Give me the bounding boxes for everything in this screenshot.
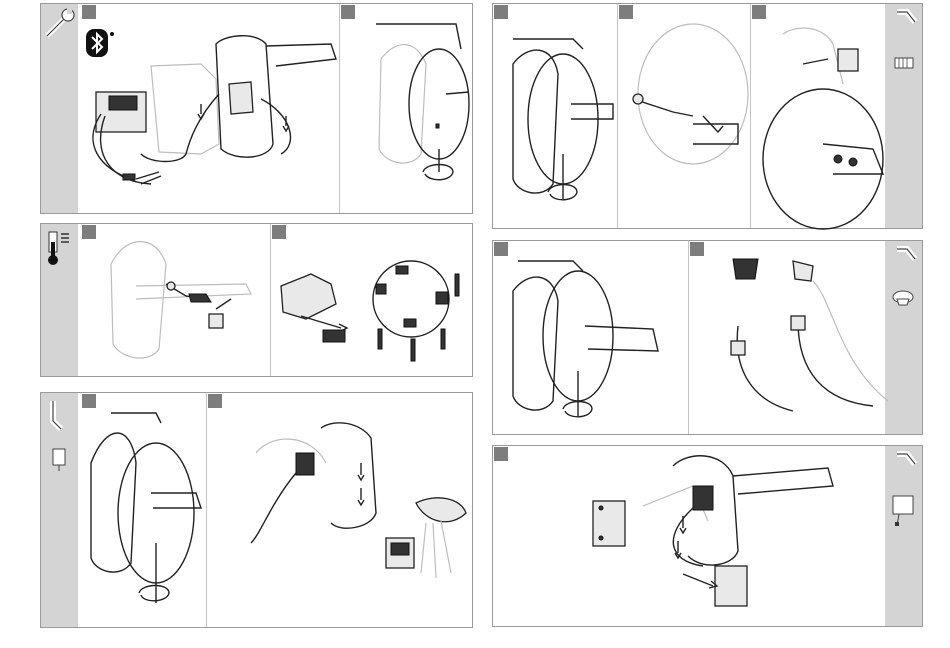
illustration-thermostatic-cartridge xyxy=(41,224,474,378)
illustration-hose-connection xyxy=(493,241,924,436)
illustration-power-supply-mount xyxy=(493,446,924,628)
illustration-wall-plate-screw xyxy=(41,4,474,215)
panel-f xyxy=(492,445,923,627)
panel-e xyxy=(40,392,473,628)
illustration-valve-and-sensor xyxy=(41,393,474,629)
panel-a xyxy=(40,3,473,214)
panel-c xyxy=(40,223,473,377)
illustration-tap-mounting xyxy=(493,4,924,230)
panel-d xyxy=(492,240,923,435)
panel-b xyxy=(492,3,923,229)
